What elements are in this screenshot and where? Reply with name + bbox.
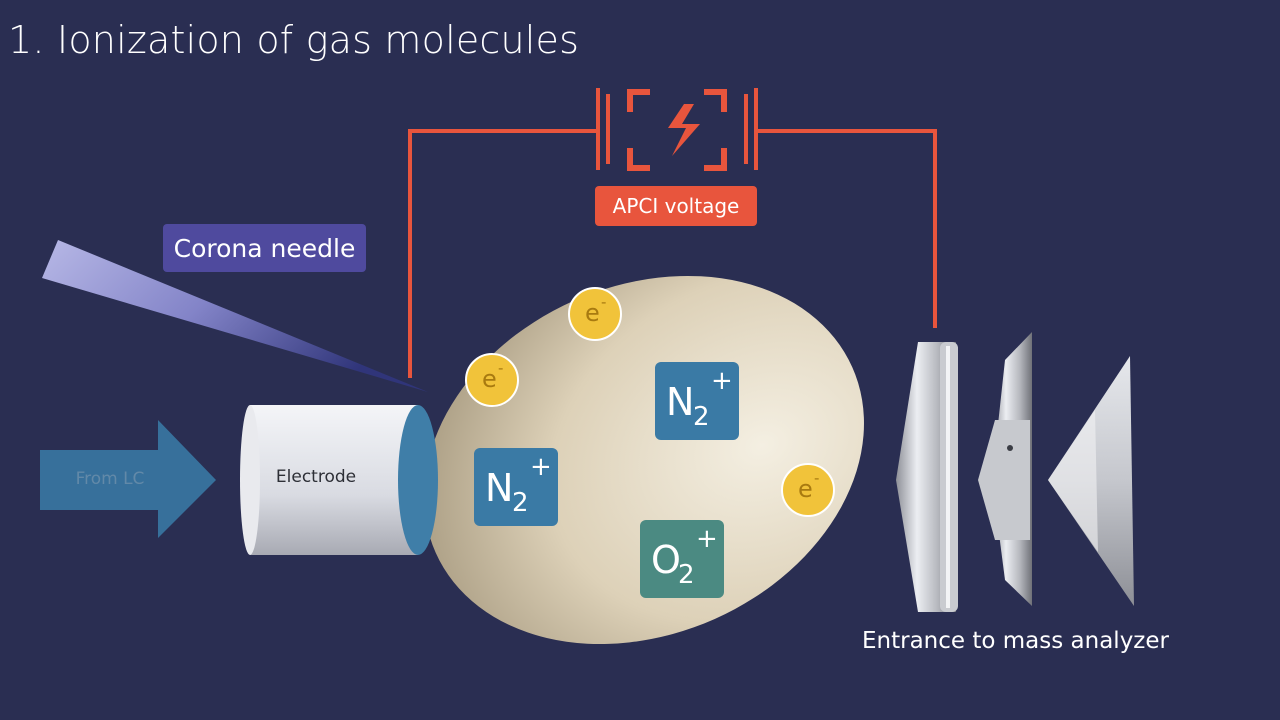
electron-symbol: e	[585, 299, 600, 327]
capacitor-icon	[596, 88, 758, 170]
ion-subscript: 2	[512, 488, 529, 518]
ion-subscript: 2	[678, 560, 695, 590]
entrance-label: Entrance to mass analyzer	[862, 628, 1169, 654]
electron: e -	[465, 353, 519, 407]
ion-plume	[424, 275, 864, 645]
ion-charge: +	[530, 452, 552, 482]
ion-symbol: N	[485, 466, 514, 510]
electron-charge: -	[814, 469, 820, 487]
electron-symbol: e	[798, 475, 813, 503]
electron-symbol: e	[482, 365, 497, 393]
from-lc-label: From LC	[75, 469, 145, 489]
electron: e -	[568, 287, 622, 341]
corona-needle-label: Corona needle	[163, 224, 366, 272]
ion-charge: +	[696, 524, 718, 554]
apci-voltage-label: APCI voltage	[595, 186, 757, 226]
electrode	[240, 405, 438, 555]
electron: e -	[781, 463, 835, 517]
ion-symbol: N	[666, 380, 695, 424]
from-lc-arrow-icon	[40, 420, 216, 538]
ion-symbol: O	[651, 538, 681, 582]
electron-charge: -	[498, 359, 504, 377]
electrode-label: Electrode	[275, 467, 357, 487]
n2-ion: N 2 +	[474, 448, 558, 526]
corona-needle	[42, 240, 428, 392]
circuit-wire	[408, 129, 937, 378]
mass-analyzer-entrance	[896, 332, 1134, 612]
page-title: 1. Ionization of gas molecules	[8, 18, 580, 62]
lightning-icon	[627, 89, 727, 171]
ion-subscript: 2	[693, 402, 710, 432]
o2-ion: O 2 +	[640, 520, 724, 598]
ion-charge: +	[711, 366, 733, 396]
electron-charge: -	[601, 293, 607, 311]
n2-ion: N 2 +	[655, 362, 739, 440]
